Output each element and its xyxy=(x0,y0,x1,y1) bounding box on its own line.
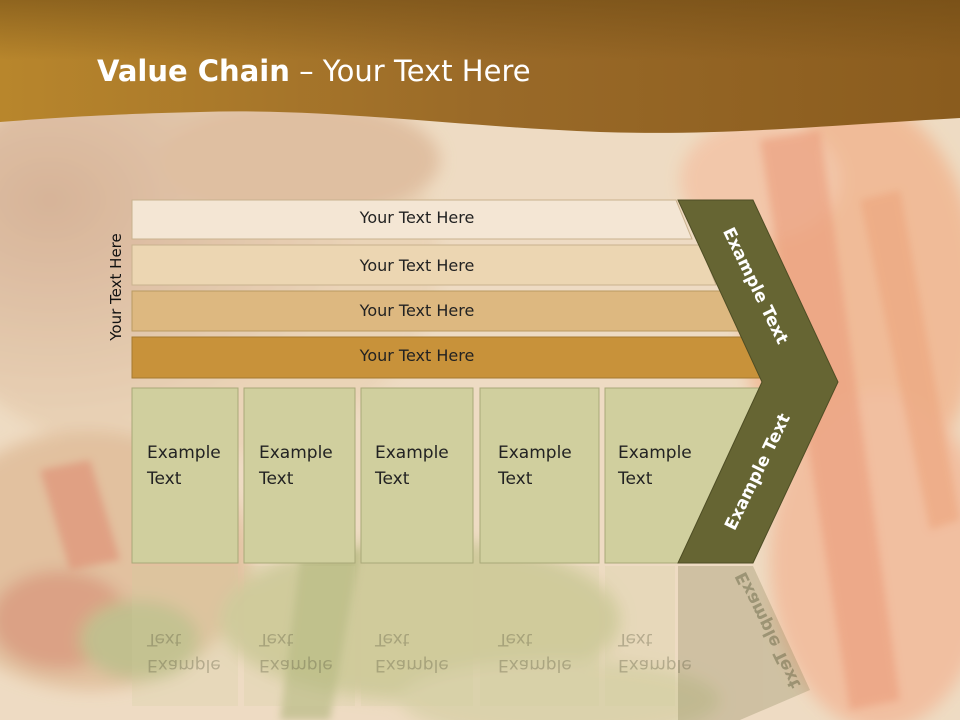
column-3-label: Example Text xyxy=(375,440,449,492)
row-4-label: Your Text Here xyxy=(359,346,475,365)
column-5-reflection-line2: Text xyxy=(618,629,653,649)
column-3-reflection-line1: Example xyxy=(375,655,449,675)
column-4-reflection-line2: Text xyxy=(498,629,533,649)
column-4-reflection-line1: Example xyxy=(498,655,572,675)
column-1-reflection-line1: Example xyxy=(147,655,221,675)
column-4-shape xyxy=(479,387,600,564)
column-2-reflection-line2: Text xyxy=(259,629,294,649)
column-2-reflection: Example Text xyxy=(259,626,333,678)
column-1-shape xyxy=(131,387,239,564)
column-4-line2: Text xyxy=(498,469,533,489)
row-1-shape xyxy=(131,199,693,240)
column-5-label: Example Text xyxy=(618,440,692,492)
column-1-line1: Example xyxy=(147,443,221,463)
column-5-reflection: Example Text xyxy=(618,626,692,678)
row-2-label: Your Text Here xyxy=(359,256,475,275)
row-1-label: Your Text Here xyxy=(359,208,475,227)
column-1-line2: Text xyxy=(147,469,182,489)
chevron-shape xyxy=(677,199,839,564)
column-2-label: Example Text xyxy=(259,440,333,492)
column-4-reflection: Example Text xyxy=(498,626,572,678)
title-bold: Value Chain xyxy=(97,54,290,88)
column-3-reflection-line2: Text xyxy=(375,629,410,649)
column-3-reflection: Example Text xyxy=(375,626,449,678)
column-5-reflection-line1: Example xyxy=(618,655,692,675)
column-1-label: Example Text xyxy=(147,440,221,492)
reflection xyxy=(132,566,810,720)
column-2-shape xyxy=(243,387,356,564)
column-4-line1: Example xyxy=(498,443,572,463)
column-1-reflection: Example Text xyxy=(147,626,221,678)
row-3-label: Your Text Here xyxy=(359,301,475,320)
column-1-reflection-line2: Text xyxy=(147,629,182,649)
column-4-label: Example Text xyxy=(498,440,572,492)
column-2-line1: Example xyxy=(259,443,333,463)
column-3-line2: Text xyxy=(375,469,410,489)
row-2-shape xyxy=(131,244,717,286)
column-5-line2: Text xyxy=(618,469,653,489)
column-2-reflection-line1: Example xyxy=(259,655,333,675)
column-3-line1: Example xyxy=(375,443,449,463)
page-title: Value Chain – Your Text Here xyxy=(97,54,531,88)
column-2-line2: Text xyxy=(259,469,294,489)
title-rest: – Your Text Here xyxy=(289,54,531,88)
column-5-line1: Example xyxy=(618,443,692,463)
column-3-shape xyxy=(360,387,474,564)
